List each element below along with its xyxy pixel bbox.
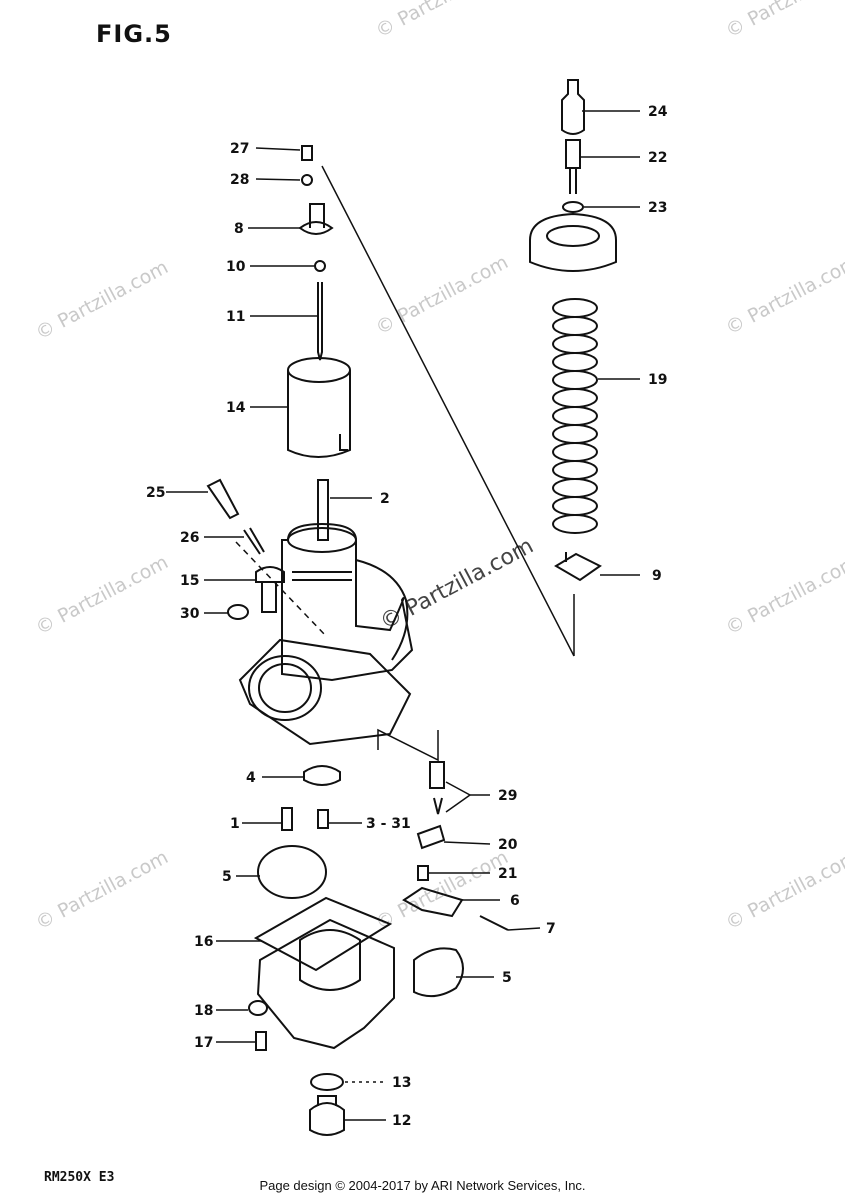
watermark-3: © Partzilla.com [32, 256, 172, 344]
callout-19: 19 [648, 372, 667, 388]
part-22-adjuster-nut [565, 139, 581, 194]
part-4-float-valve-seat [303, 765, 341, 786]
watermark-10: © Partzilla.com [722, 846, 845, 934]
callout-12: 12 [392, 1113, 411, 1129]
callout-7: 7 [546, 921, 556, 937]
part-1-pilot-jet [281, 807, 293, 831]
callout-9: 9 [652, 568, 662, 584]
callout-10: 10 [226, 259, 246, 275]
callout-15: 15 [180, 573, 199, 589]
leader-lines [166, 110, 640, 1121]
callout-23: 23 [648, 200, 667, 216]
callout-27: 27 [230, 141, 249, 157]
callout-25: 25 [146, 485, 165, 501]
part-26-spring [243, 527, 265, 555]
callout-16: 16 [194, 934, 213, 950]
watermark-5: © Partzilla.com [722, 251, 845, 339]
part-30-o-ring [227, 604, 249, 620]
part-14-throttle-valve [287, 370, 351, 458]
watermark-6: © Partzilla.com [32, 551, 172, 639]
watermark-2: © Partzilla.com [722, 0, 845, 42]
callout-5-upper: 5 [222, 869, 232, 885]
part-24-cable-adjuster [561, 79, 585, 135]
callout-2: 2 [380, 491, 390, 507]
part-10-clip [314, 260, 326, 272]
part-5-float-lower [413, 947, 464, 998]
carburetor-intake [248, 655, 322, 721]
callout-24: 24 [648, 104, 668, 120]
part-top-cap [529, 212, 617, 272]
callout-20: 20 [498, 837, 518, 853]
callout-14: 14 [226, 400, 246, 416]
callout-21: 21 [498, 866, 517, 882]
callout-11: 11 [226, 309, 245, 325]
part-20-baffle [416, 824, 446, 850]
watermark-1: © Partzilla.com [372, 0, 512, 42]
watermark-4: © Partzilla.com [372, 251, 512, 339]
watermark-7: © Partzilla.com [722, 551, 845, 639]
callout-29: 29 [498, 788, 517, 804]
part-15-choke-plunger [255, 566, 285, 613]
callout-26: 26 [180, 530, 199, 546]
part-16-gasket [253, 896, 393, 972]
parts-artwork [206, 79, 617, 1136]
part-2-tube [317, 479, 329, 541]
part-3-31-main-jet [317, 809, 329, 829]
model-code: RM250X E3 [44, 1170, 115, 1185]
callout-5-lower: 5 [502, 970, 512, 986]
part-12-plug [309, 1095, 345, 1136]
part-29-needle-jet [429, 761, 445, 815]
part-25-air-screw [206, 478, 240, 520]
part-21-screw [417, 865, 429, 881]
part-8-needle-clip [298, 203, 334, 235]
part-18-washer [248, 1000, 268, 1016]
callout-22: 22 [648, 150, 667, 166]
part-7-pin [479, 915, 509, 931]
part-11-jet-needle [317, 282, 323, 361]
float-chamber [256, 918, 395, 1050]
callout-4: 4 [246, 770, 256, 786]
callout-30: 30 [180, 606, 200, 622]
callout-1: 1 [230, 816, 240, 832]
part-9-needle-plate [554, 552, 602, 582]
callout-28: 28 [230, 172, 249, 188]
callout-labels: 24 22 23 27 28 8 10 11 19 14 25 2 26 15 … [146, 104, 668, 1129]
part-17-drain-screw [255, 1031, 267, 1051]
part-23-washer [562, 201, 584, 213]
callout-13: 13 [392, 1075, 411, 1091]
part-13-o-ring [310, 1073, 344, 1091]
part-5-float-upper [257, 845, 327, 899]
part-6-float-arm [402, 886, 464, 918]
part-28-washer [301, 174, 313, 186]
callout-8: 8 [234, 221, 244, 237]
callout-18: 18 [194, 1003, 213, 1019]
watermark-8: © Partzilla.com [32, 846, 172, 934]
watermark-center: © Partzilla.com [376, 534, 538, 636]
callout-3-31: 3 - 31 [366, 816, 411, 832]
callout-6: 6 [510, 893, 520, 909]
footer-copyright: Page design © 2004-2017 by ARI Network S… [259, 1178, 586, 1193]
part-27-screw [301, 145, 313, 161]
watermarks: © Partzilla.com © Partzilla.com © Partzi… [32, 0, 845, 934]
callout-17: 17 [194, 1035, 213, 1051]
part-19-spring [552, 298, 598, 534]
figure-title: FIG.5 [96, 20, 172, 48]
